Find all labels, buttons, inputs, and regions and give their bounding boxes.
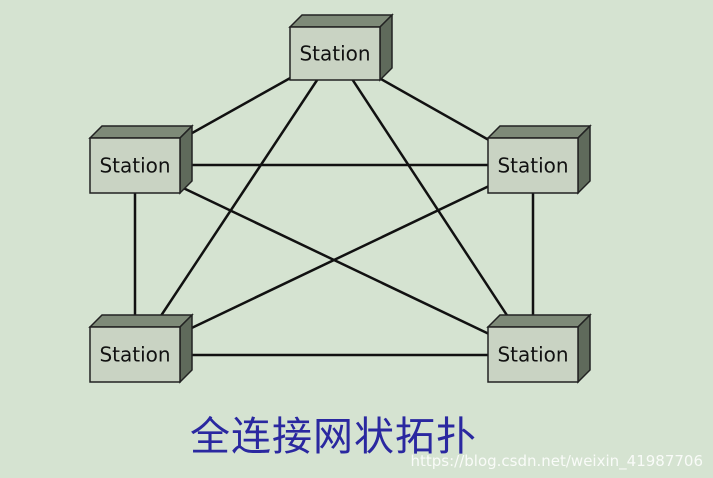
edges bbox=[133, 51, 535, 357]
station-label: Station bbox=[497, 154, 568, 178]
link-upper-right-to-lower-left bbox=[134, 163, 534, 357]
station-box-front bbox=[89, 137, 181, 194]
station-node-lower-right: Station bbox=[486, 313, 592, 384]
station-box-side bbox=[379, 13, 393, 82]
station-node-upper-right: Station bbox=[486, 124, 592, 195]
station-label: Station bbox=[299, 42, 370, 66]
station-box-front bbox=[487, 326, 579, 383]
station-box-top bbox=[88, 314, 194, 328]
link-top-to-lower-left bbox=[133, 52, 337, 356]
watermark-text: https://blog.csdn.net/weixin_41987706 bbox=[410, 452, 703, 470]
station-box-side bbox=[179, 124, 193, 195]
station-label: Station bbox=[497, 343, 568, 367]
station-box-top bbox=[486, 314, 592, 328]
station-box-top bbox=[288, 14, 394, 28]
station-box-front bbox=[89, 326, 181, 383]
link-top-to-lower-right bbox=[333, 52, 535, 356]
station-box-front bbox=[289, 26, 381, 81]
station-node-top: Station bbox=[288, 13, 394, 82]
station-box-side bbox=[577, 124, 591, 195]
station-node-lower-left: Station bbox=[88, 313, 194, 384]
station-node-upper-left: Station bbox=[88, 124, 194, 195]
station-box-top bbox=[486, 125, 592, 139]
station-box-side bbox=[179, 313, 193, 384]
station-box-side bbox=[577, 313, 591, 384]
station-box-front bbox=[487, 137, 579, 194]
diagram-title: 全连接网状拓扑 bbox=[190, 414, 477, 460]
station-box-top bbox=[88, 125, 194, 139]
station-label: Station bbox=[99, 154, 170, 178]
station-label: Station bbox=[99, 343, 170, 367]
